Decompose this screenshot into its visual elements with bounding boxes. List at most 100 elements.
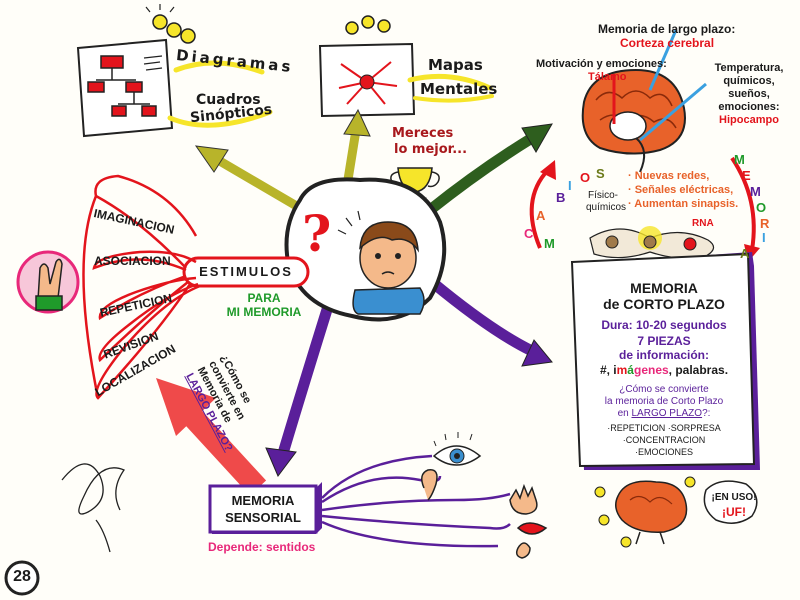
sensorial-box <box>208 484 318 534</box>
mouth-icon <box>516 522 548 535</box>
label-hipocampo: Hipocampo <box>719 114 779 126</box>
corto-title-1: MEMORIA <box>630 280 698 296</box>
page-number-badge <box>4 560 40 596</box>
boy-face-icon <box>337 210 425 315</box>
letter-i2: I <box>762 230 766 245</box>
arrow-head <box>521 123 553 153</box>
items-part-2: m <box>616 363 628 377</box>
curved-arrow-head <box>540 160 556 180</box>
label-rna: RNA <box>692 218 714 229</box>
label-emociones: emociones: <box>718 101 780 113</box>
letter-e2: E <box>742 168 751 183</box>
signature <box>61 463 125 553</box>
question-mark: ? <box>302 204 332 263</box>
sense-branches <box>321 454 511 548</box>
big-red-arrow-head <box>156 378 216 436</box>
neuron-icons <box>589 226 715 259</box>
corto-l1: ·REPETICION ·SORPRESA <box>607 423 721 433</box>
corto-l2: ·CONCENTRACION <box>622 435 706 445</box>
letter-s: S <box>596 166 605 181</box>
arrow-to-brain <box>424 132 538 216</box>
big-red-arrow <box>181 406 267 496</box>
label-temperatura: Temperatura, <box>714 62 784 74</box>
letter-a: A <box>536 208 546 223</box>
letter-b: B <box>556 190 566 205</box>
arrow-head <box>194 145 229 173</box>
lightbulb-icons-center <box>345 15 391 35</box>
label-aumentan: · Aumentan sinapsis. <box>628 198 739 210</box>
sensorial-title-1: MEMORIA <box>231 493 295 508</box>
items-part-1: #, i <box>599 363 617 377</box>
crossed-fingers-icon <box>16 250 80 314</box>
lightbulb-icons-left <box>145 4 196 44</box>
hand-icon <box>509 483 538 515</box>
diagram-sheet-icon <box>76 38 174 138</box>
pointer-arrow <box>639 82 707 142</box>
left-branches <box>82 174 201 400</box>
corto-dura: Dura: 10-20 segundos <box>601 318 727 332</box>
label-corteza: Corteza cerebral <box>620 36 715 50</box>
items-part-3: á <box>627 363 634 377</box>
label-mi-memoria: MI MEMORIA <box>226 305 302 319</box>
corto-piezas: 7 PIEZAS <box>637 334 691 348</box>
mind-map-sheet-icon <box>318 42 416 118</box>
branch-asociacion: ASOCIACION <box>94 254 171 268</box>
stressed-brain-icon <box>594 476 696 548</box>
estimulos-capsule <box>182 256 310 288</box>
curved-arrow-right <box>730 156 756 251</box>
pointer-arrow <box>648 29 678 91</box>
label-lo-mejor: lo mejor... <box>394 142 468 157</box>
highlight-swoosh <box>173 60 265 75</box>
label-uf: ¡UF! <box>722 505 746 519</box>
corto-q2: la memoria de Corto Plazo <box>604 396 724 407</box>
label-estimulos: ESTIMULOS <box>199 264 293 279</box>
letter-m: M <box>544 236 555 251</box>
arrow-to-sensorial <box>278 294 336 456</box>
label-senales: · Señales eléctricas, <box>628 184 734 196</box>
sensorial-depende: Depende: sentidos <box>208 540 316 554</box>
q3-en: en <box>617 408 632 419</box>
arrow-head <box>521 339 553 367</box>
label-nuevas-redes: · Nuevas redes, <box>628 170 710 182</box>
label-para: PARA <box>247 291 281 305</box>
letter-m3: M <box>750 184 761 199</box>
highlight-swoosh <box>413 94 494 103</box>
brain-icon <box>581 68 686 173</box>
letter-m2: M <box>734 152 745 167</box>
sensorial-title-2: SENSORIAL <box>225 510 301 525</box>
corto-title-2: de CORTO PLAZO <box>603 296 725 312</box>
arrow-head <box>265 447 297 477</box>
items-part-5: , palabras. <box>668 363 729 377</box>
arrow-to-diagramas <box>213 155 305 213</box>
corto-items: #, imágenes, palabras. <box>578 363 750 377</box>
label-en-uso: ¡EN USO! <box>711 492 757 503</box>
corto-l3: ·EMOCIONES <box>634 447 693 457</box>
corto-q1: ¿Cómo se convierte <box>619 384 709 395</box>
label-cuadros: Cuadros <box>196 92 261 108</box>
highlight-swoosh <box>407 73 493 91</box>
items-part-4: genes <box>633 363 669 377</box>
label-quimicos: químicos, <box>723 75 775 87</box>
label-mereces: Mereces <box>392 126 454 141</box>
eye-icon <box>432 432 482 466</box>
label-memoria-largo-plazo: Memoria de largo plazo: <box>598 22 736 36</box>
ear-icon <box>421 469 438 501</box>
letter-o: O <box>580 170 591 185</box>
page-number: 28 <box>13 568 31 585</box>
letter-r2: R <box>760 216 770 231</box>
arrow-head <box>343 108 371 137</box>
letter-c: C <box>524 226 534 241</box>
corto-q3: en LARGO PLAZO?: <box>578 408 750 419</box>
speech-bubble <box>703 480 758 524</box>
label-mentales: Mentales <box>420 80 498 98</box>
label-fisico: Físico- <box>588 190 618 201</box>
label-suenos: sueños, <box>728 88 770 100</box>
corto-plazo-box <box>570 252 756 468</box>
q3-end: ?: <box>702 408 711 419</box>
label-mapas: Mapas <box>428 56 483 74</box>
q3-link: LARGO PLAZO <box>631 408 703 419</box>
curved-arrow-left <box>529 168 550 249</box>
letter-i: I <box>568 178 572 193</box>
